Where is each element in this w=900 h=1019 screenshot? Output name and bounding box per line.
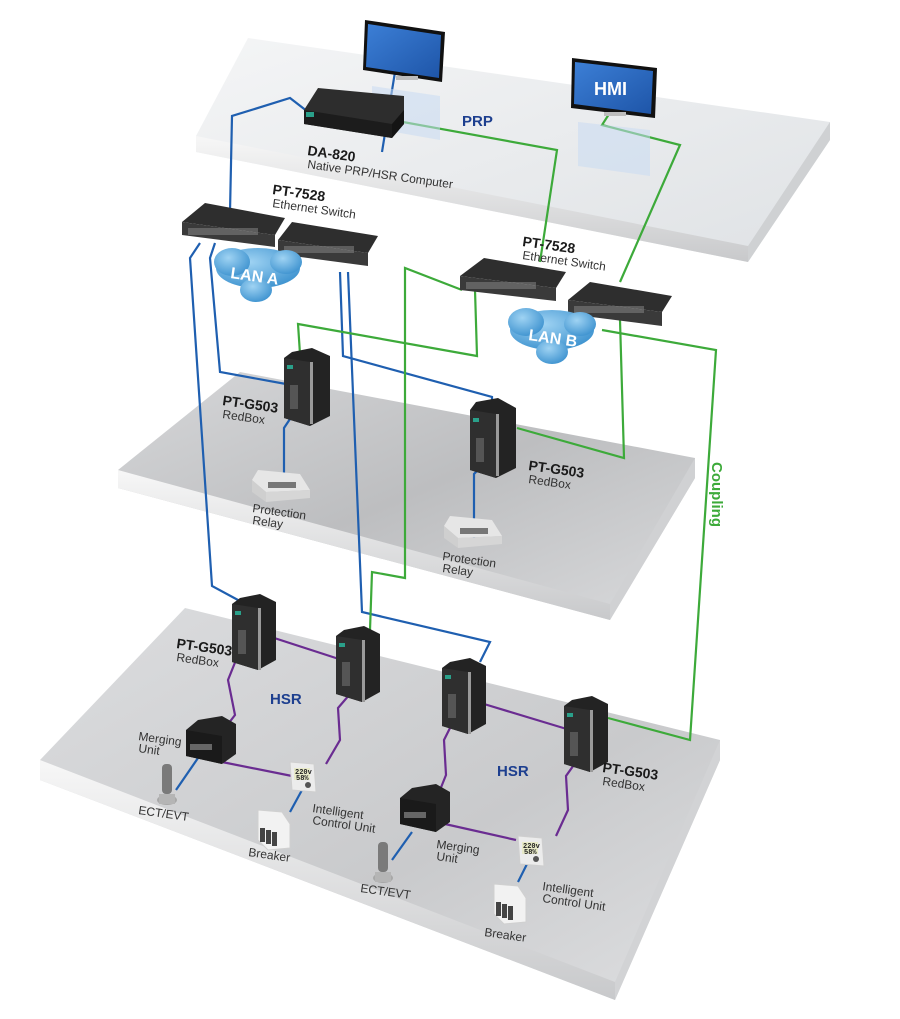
- redbox-bottom-left-subtitle: RedBox: [176, 650, 220, 670]
- redbox-middle-right-title: PT-G503: [528, 457, 586, 481]
- lan-a-label: LAN A: [229, 265, 280, 289]
- redbox-middle-left-title: PT-G503: [222, 392, 280, 416]
- wire-hsr-left-ring-bottom: [221, 760, 293, 778]
- redbox-bottom-2[interactable]: [336, 626, 380, 702]
- wire-switch-a2-redbox-bottom: [346, 271, 492, 663]
- protection-relay-left[interactable]: [252, 470, 310, 502]
- protection-relay-left-line2: Relay: [252, 513, 284, 531]
- protection-relay-right-line2: Relay: [442, 561, 474, 579]
- redbox-bottom-3[interactable]: [442, 658, 486, 734]
- intelligent-control-unit-right[interactable]: 220v 58%: [517, 835, 545, 867]
- breaker-right[interactable]: [493, 883, 527, 925]
- wire-coupling: [601, 328, 718, 742]
- breaker-left[interactable]: [257, 809, 291, 851]
- icu-left-display-line2: 58%: [296, 775, 309, 783]
- wire-switch-b2-redbox-mid-right: [516, 319, 626, 460]
- lan-a-cloud: [214, 248, 302, 302]
- middle-platform: [118, 372, 695, 620]
- wire-switch-a2-redbox-mid-right: [338, 271, 494, 410]
- breaker-left-label: Breaker: [248, 845, 292, 865]
- switch-lan-a-2[interactable]: [278, 222, 378, 266]
- switch-lan-b-2[interactable]: [568, 282, 672, 326]
- wire-mu-right-ect: [391, 831, 413, 861]
- wire-switch-a-redbox-mid-left: [208, 242, 287, 386]
- wire-da820-lan-a: [228, 96, 313, 213]
- wire-hsr-left-ring-top: [267, 634, 343, 662]
- wire-hsr-right-ring-top: [483, 702, 571, 732]
- switch-lan-a-1[interactable]: [182, 203, 285, 247]
- lan-b-label: LAN B: [527, 327, 578, 351]
- wire-hsr-right-ring-bottom: [435, 820, 517, 842]
- prp-label: PRP: [462, 113, 493, 130]
- switch-lan-b-1[interactable]: [460, 258, 566, 301]
- lan-b-wires: [296, 99, 718, 742]
- wire-switch-b-redbox-mid-left: [296, 289, 479, 358]
- merging-unit-right-line1: Merging: [436, 837, 481, 857]
- merging-unit-left[interactable]: [186, 716, 236, 764]
- breaker-right-label: Breaker: [484, 925, 528, 945]
- redbox-bottom-left[interactable]: [232, 594, 276, 670]
- icu-right-display-line2: 58%: [524, 849, 537, 857]
- wire-icu-left-breaker: [289, 789, 303, 813]
- merging-unit-right-line2: Unit: [436, 849, 460, 866]
- protection-relay-right[interactable]: [444, 516, 502, 548]
- wire-hsr-left-ring-right: [325, 693, 351, 765]
- redbox-middle-right[interactable]: [470, 398, 516, 478]
- monitor: [363, 20, 445, 140]
- redbox-bottom-right-title: PT-G503: [602, 759, 660, 783]
- redbox-middle-left[interactable]: [284, 348, 330, 426]
- merging-unit-right[interactable]: [400, 784, 450, 832]
- coupling-label: Coupling: [708, 462, 725, 527]
- redbox-middle-right-subtitle: RedBox: [528, 472, 572, 492]
- ect-evt-right[interactable]: [373, 842, 393, 883]
- wire-switch-b-redbox-bottom: [368, 266, 463, 631]
- redbox-bottom-left-title: PT-G503: [176, 635, 234, 659]
- icu-left-display-line1: 220v: [295, 769, 313, 777]
- lan-b-cloud: [508, 308, 596, 364]
- intelligent-control-unit-left[interactable]: 220v 58%: [289, 761, 317, 793]
- redbox-bottom-right[interactable]: [564, 696, 608, 772]
- hsr-label-right: HSR: [497, 763, 529, 780]
- redbox-middle-left-subtitle: RedBox: [222, 407, 266, 427]
- hmi-screen-label: HMI: [594, 79, 627, 99]
- merging-unit-left-line2: Unit: [138, 741, 162, 758]
- icu-right-display-line1: 220v: [523, 843, 541, 851]
- da820-title: DA-820: [307, 142, 357, 165]
- switch-lan-b-title: PT-7528: [522, 233, 577, 256]
- switch-lan-a-title: PT-7528: [272, 181, 327, 204]
- bottom-platform: [40, 608, 720, 1000]
- hsr-label-left: HSR: [270, 691, 302, 708]
- da820-computer[interactable]: [304, 88, 404, 138]
- ect-evt-left[interactable]: [157, 764, 177, 805]
- wire-mu-left-ect: [175, 757, 199, 791]
- merging-unit-left-line1: Merging: [138, 729, 183, 749]
- redbox-bottom-right-subtitle: RedBox: [602, 774, 646, 794]
- hmi-monitor: HMI: [571, 58, 657, 176]
- wire-da820-lan-b: [391, 118, 559, 263]
- wire-hsr-right-ring-right: [555, 761, 577, 837]
- wire-switch-a-redbox-bottom-left: [188, 242, 239, 601]
